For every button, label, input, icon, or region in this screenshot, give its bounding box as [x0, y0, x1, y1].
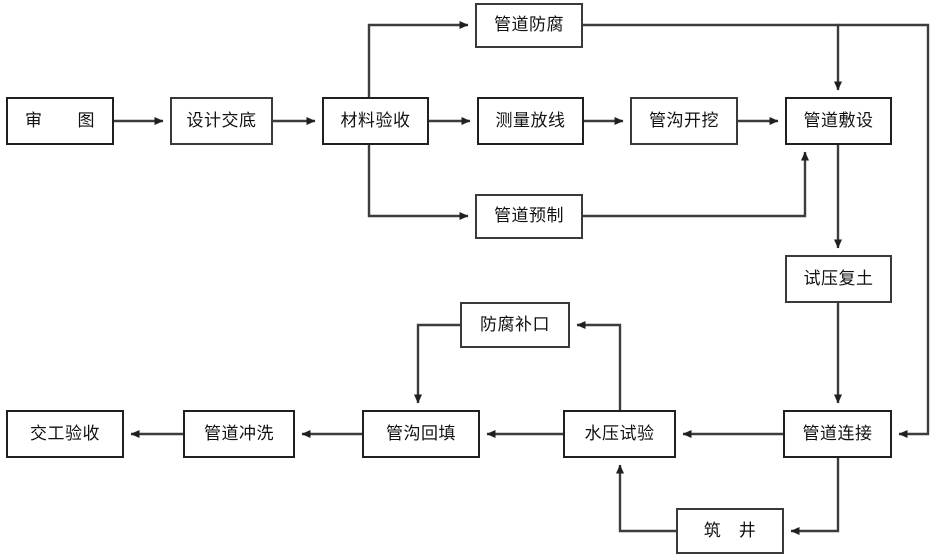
process-node-sheji[interactable]: 设计交底 — [170, 97, 273, 145]
flow-arrow-e-zhujing-shuiya — [616, 464, 676, 533]
process-node-label: 防腐补口 — [480, 314, 550, 335]
process-node-label: 管道预制 — [494, 206, 564, 226]
process-node-label: 管道防腐 — [494, 15, 564, 35]
process-node-fangfu[interactable]: 管道防腐 — [475, 3, 583, 48]
process-node-label: 管道敷设 — [803, 110, 874, 131]
process-node-shuiya[interactable]: 水压试验 — [563, 410, 676, 458]
process-node-label: 管沟开挖 — [649, 110, 719, 131]
process-node-label: 审 图 — [25, 110, 95, 131]
process-node-shentu[interactable]: 审 图 — [6, 97, 114, 145]
process-node-jiaogong[interactable]: 交工验收 — [6, 410, 124, 458]
process-node-label: 设计交底 — [186, 110, 257, 131]
process-node-label: 材料验收 — [340, 110, 411, 131]
process-node-label: 交工验收 — [30, 423, 100, 444]
process-node-zhujing[interactable]: 筑 井 — [676, 508, 784, 554]
process-node-chongxi[interactable]: 管道冲洗 — [183, 410, 295, 458]
flow-arrow-e-fangfu-fushe — [583, 23, 842, 91]
process-node-label: 试压复土 — [803, 268, 874, 289]
process-node-shiya[interactable]: 试压复土 — [785, 255, 892, 303]
flow-arrow-e-cailiao-fangfu — [367, 21, 469, 97]
process-node-label: 管沟回填 — [386, 423, 456, 444]
process-node-yuzhi[interactable]: 管道预制 — [475, 194, 583, 239]
process-node-guangou[interactable]: 管沟开挖 — [630, 97, 738, 145]
flow-arrow-e-yuzhi-fushe — [583, 151, 809, 218]
process-node-label: 筑 井 — [703, 520, 757, 541]
flow-arrow-e-shuiya-fangfubukou — [576, 321, 622, 410]
process-node-celiang[interactable]: 测量放线 — [477, 97, 584, 145]
process-node-label: 测量放线 — [495, 110, 566, 131]
flow-arrow-e-fangfubukou-huitian — [414, 323, 460, 404]
process-node-fangfubukou[interactable]: 防腐补口 — [460, 302, 570, 348]
process-node-label: 管道冲洗 — [204, 423, 274, 444]
flow-arrow-e-lianjie-zhujing — [790, 458, 840, 535]
process-node-label: 水压试验 — [584, 423, 655, 444]
process-node-cailiao[interactable]: 材料验收 — [322, 97, 429, 145]
flow-arrow-e-fangfu-lianjie — [838, 23, 930, 438]
edge-group — [114, 21, 930, 535]
flow-arrow-e-cailiao-yuzhi — [367, 145, 469, 220]
process-node-label: 管道连接 — [802, 423, 873, 444]
process-node-lianjie[interactable]: 管道连接 — [783, 410, 892, 458]
process-node-fushe[interactable]: 管道敷设 — [785, 97, 892, 145]
process-node-huitian[interactable]: 管沟回填 — [362, 410, 480, 458]
